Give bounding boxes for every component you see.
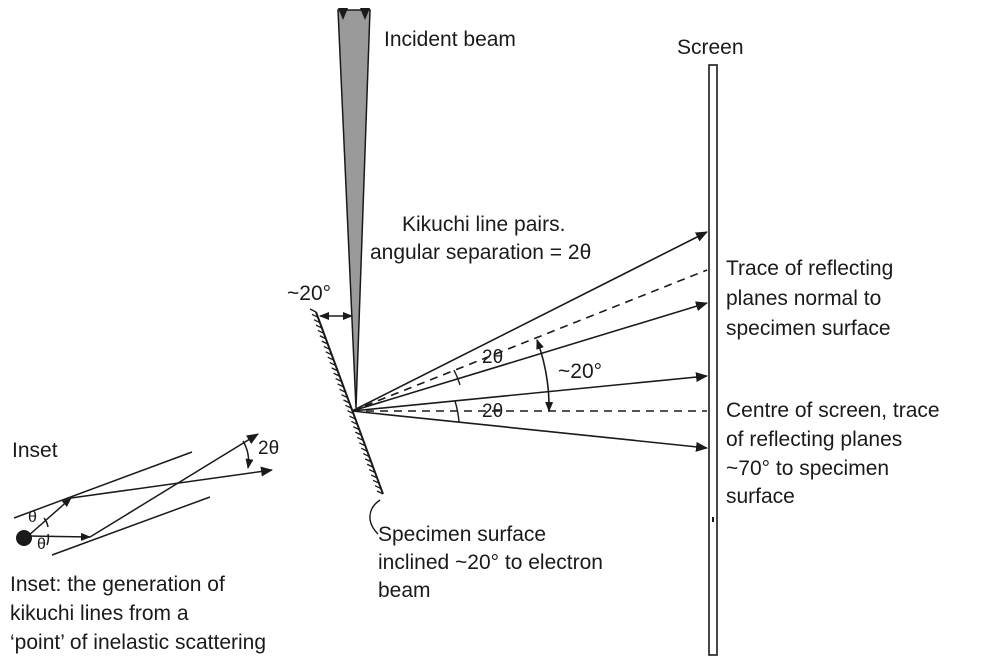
incident-beam bbox=[337, 8, 371, 409]
ray-lower bbox=[351, 410, 708, 452]
two-theta-lower-label: 2θ bbox=[482, 401, 504, 422]
specimen-hatch-mark bbox=[319, 335, 327, 340]
inset-scatter-point bbox=[16, 530, 32, 546]
arc-2theta-upper bbox=[453, 369, 461, 386]
specimen-hatch-mark bbox=[360, 447, 368, 452]
specimen-hatch-mark bbox=[317, 329, 325, 334]
inset-caption-line1: Inset: the generation of bbox=[10, 573, 225, 596]
specimen-hatch-mark bbox=[315, 324, 323, 329]
kikuchi-rays bbox=[351, 231, 708, 452]
specimen-hatch-mark bbox=[321, 340, 329, 345]
specimen-hatch-mark bbox=[325, 351, 333, 356]
specimen-hatch-mark bbox=[337, 383, 344, 388]
screen-label: Screen bbox=[677, 36, 744, 59]
centre-line1: Centre of screen, trace bbox=[726, 399, 940, 422]
ray-mid bbox=[351, 372, 708, 412]
kikuchi-label-line2: angular separation = 2θ bbox=[370, 241, 592, 264]
specimen-hatch-mark bbox=[368, 469, 376, 474]
specimen-hatch-mark bbox=[357, 436, 364, 442]
specimen-hatch-mark bbox=[376, 490, 384, 495]
specimen-hatch-mark bbox=[358, 442, 366, 447]
specimen-hatch-mark bbox=[331, 367, 338, 372]
ray-upper-dashed bbox=[351, 269, 708, 412]
angle-20-label-right: ~20° bbox=[558, 360, 603, 383]
two-theta-upper-label: 2θ bbox=[482, 347, 504, 368]
inset-caption-line2: kikuchi lines from a bbox=[10, 602, 189, 625]
inset-drawing bbox=[13, 433, 273, 556]
specimen-hatch-mark bbox=[329, 361, 336, 367]
centre-line4: surface bbox=[726, 485, 795, 508]
ray-upper-2 bbox=[351, 301, 708, 412]
specimen-surface bbox=[309, 308, 384, 495]
ray-upper-1 bbox=[351, 231, 708, 412]
inset-caption-line3: ‘point’ of inelastic scattering bbox=[10, 631, 267, 654]
arc-2theta-lower bbox=[454, 400, 460, 423]
centre-line2: of reflecting planes bbox=[726, 428, 903, 451]
specimen-hatch-mark bbox=[323, 345, 331, 351]
screen bbox=[708, 64, 718, 656]
angle-20-arrow-right bbox=[536, 339, 554, 412]
specimen-line3: beam bbox=[378, 579, 431, 602]
specimen-hatch-mark bbox=[372, 479, 380, 484]
specimen-hatch-mark bbox=[374, 485, 382, 490]
specimen-hatch-mark bbox=[366, 463, 374, 468]
specimen-line1: Specimen surface bbox=[378, 523, 547, 546]
trace-normal-line3: specimen surface bbox=[726, 317, 891, 340]
specimen-hatch-mark bbox=[327, 356, 335, 361]
specimen-hatch-mark bbox=[339, 388, 346, 393]
inset-2theta-label: 2θ bbox=[258, 438, 280, 459]
specimen-hatch-mark bbox=[341, 394, 348, 399]
specimen-hatch-mark bbox=[347, 410, 354, 415]
specimen-hatch-mark bbox=[353, 426, 360, 431]
inset-theta-label-1: θ bbox=[28, 509, 37, 526]
specimen-hatch-mark bbox=[370, 474, 378, 479]
specimen-hatch-mark bbox=[333, 372, 340, 377]
specimen-leader bbox=[369, 499, 381, 535]
inset-title: Inset bbox=[12, 439, 58, 462]
specimen-hatch-mark bbox=[309, 308, 317, 313]
trace-normal-line2: planes normal to bbox=[726, 287, 882, 310]
specimen-hatch-mark bbox=[364, 458, 372, 463]
specimen-hatch-mark bbox=[345, 404, 352, 409]
specimen-hatch-mark bbox=[349, 415, 356, 420]
incident-beam-label: Incident beam bbox=[384, 28, 516, 51]
trace-normal-line1: Trace of reflecting bbox=[726, 257, 894, 280]
specimen-hatch-mark bbox=[351, 420, 358, 425]
specimen-line2: inclined ~20° to electron bbox=[378, 551, 603, 574]
specimen-hatch-mark bbox=[362, 452, 370, 458]
specimen-hatch-mark bbox=[311, 313, 319, 318]
specimen-hatch-mark bbox=[355, 431, 362, 436]
inset-theta-label-2: θ bbox=[37, 536, 46, 553]
specimen-hatch-mark bbox=[313, 319, 321, 324]
kikuchi-label-line1: Kikuchi line pairs. bbox=[402, 213, 566, 236]
specimen-hatch-mark bbox=[335, 378, 342, 383]
specimen-hatch-mark bbox=[343, 399, 350, 404]
angle-20-label-left: ~20° bbox=[287, 282, 332, 305]
centre-line3: ~70° to specimen bbox=[726, 457, 890, 480]
